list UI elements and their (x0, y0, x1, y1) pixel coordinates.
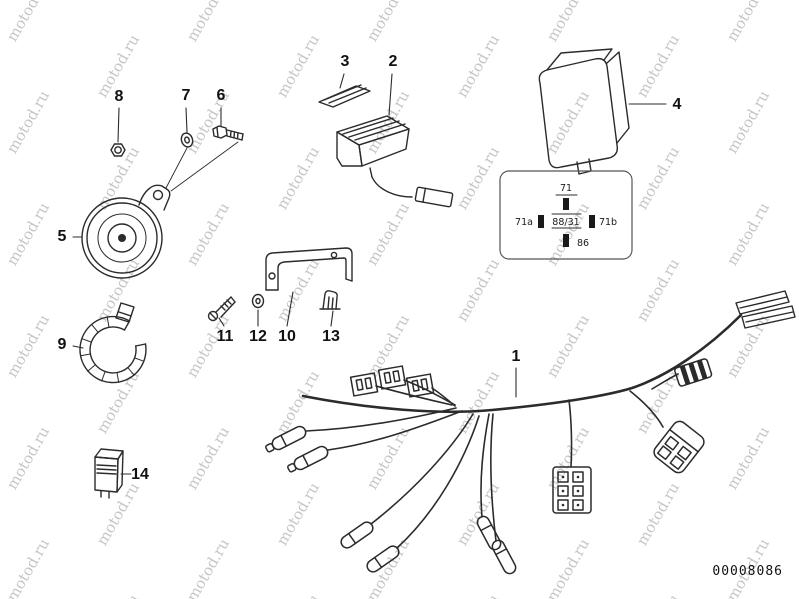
part-label-2: 2 (388, 53, 398, 70)
bolt-icon (212, 125, 244, 141)
pin-label-71: 71 (560, 183, 572, 194)
part-label-10: 10 (278, 328, 296, 345)
part-label-8: 8 (114, 88, 124, 105)
horn-drawing (81, 184, 171, 279)
multipin-connector-angled (629, 390, 705, 474)
part-label-3: 3 (340, 53, 350, 70)
relay-plug (414, 186, 454, 208)
washer-icon (180, 132, 194, 148)
part-label-9: 9 (57, 336, 67, 353)
pin-label-71a: 71a (515, 217, 533, 228)
clip-icon (319, 290, 341, 310)
part-label-6: 6 (216, 87, 226, 104)
part-label-13: 13 (322, 328, 340, 345)
cover-plate-drawing (318, 84, 371, 108)
pin-label-88-31: 88/31 (552, 217, 579, 228)
part-label-1: 1 (511, 348, 521, 365)
part-label-11: 11 (216, 328, 234, 345)
washer-small-icon (251, 293, 265, 309)
pin-label-86: 86 (577, 238, 589, 249)
pin-label-71b: 71b (599, 217, 617, 228)
flat-connector-pair (735, 290, 796, 329)
control-unit-drawing (538, 48, 630, 175)
terminal-pin-diagram: 71 88/31 71a 71b 86 (499, 170, 633, 260)
striped-connector (651, 358, 713, 390)
screw-icon (207, 296, 236, 322)
coiled-cable-drawing (79, 302, 147, 384)
part-label-7: 7 (181, 87, 191, 104)
part-number: 00008086 (712, 564, 783, 579)
part-label-12: 12 (249, 328, 267, 345)
multipin-connector-6 (552, 399, 592, 514)
square-connectors (349, 365, 456, 407)
bracket-drawing (265, 247, 353, 291)
bullet-connectors-bottom-left (340, 413, 480, 573)
bullet-connectors-upper (265, 407, 463, 473)
part-label-4: 4 (672, 96, 682, 113)
part-label-14: 14 (131, 466, 149, 483)
nut-icon (110, 143, 126, 157)
part-label-5: 5 (57, 228, 67, 245)
micro-relay-drawing (94, 448, 124, 499)
bullet-connectors-bottom-center (476, 413, 517, 575)
flasher-relay-drawing (336, 115, 454, 208)
wiring-harness-drawing (265, 290, 796, 575)
